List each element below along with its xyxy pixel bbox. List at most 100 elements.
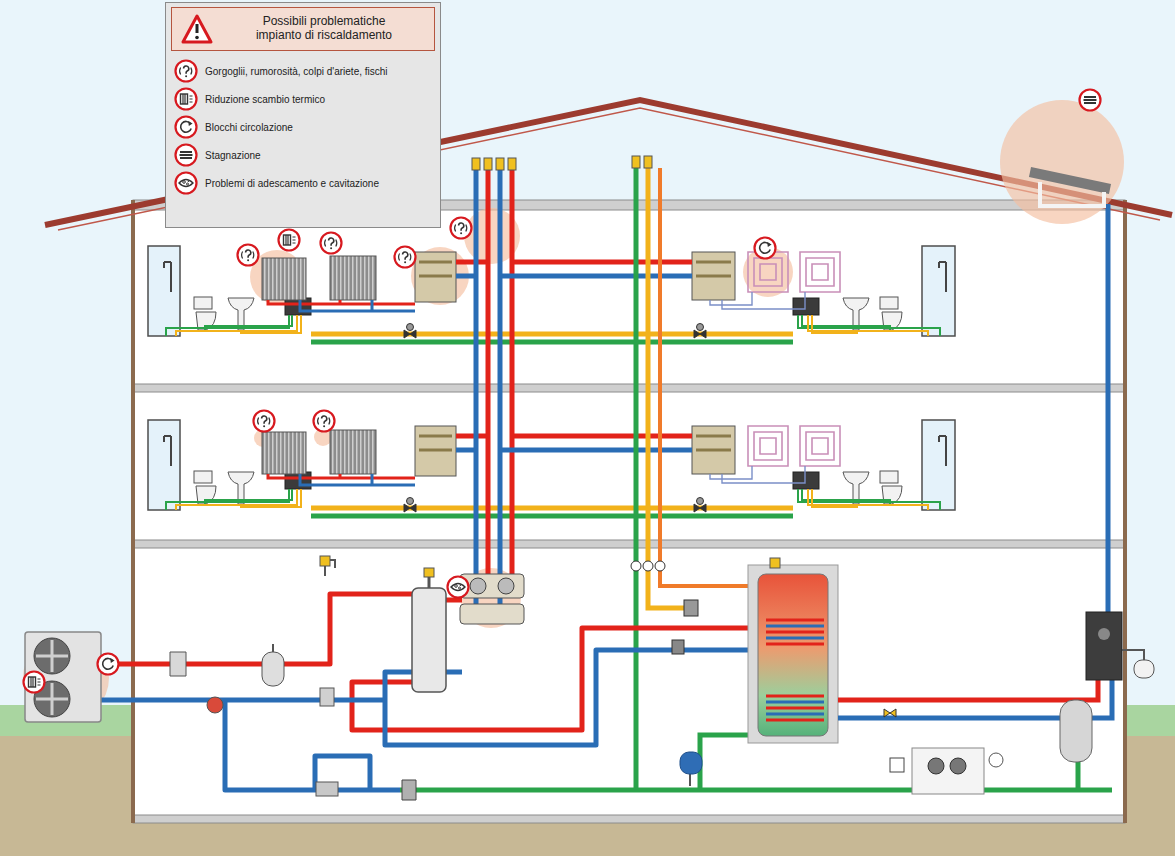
air-vent (508, 158, 516, 170)
hydraulic-separator (412, 588, 446, 692)
legend-box: Possibili problematiche impianto di risc… (165, 2, 441, 228)
heat-icon (279, 230, 300, 251)
legend-item: Blocchi circolazione (174, 115, 434, 139)
noise-icon (254, 411, 275, 432)
legend-text: Gorgoglii, rumorosità, colpi d'ariete, f… (205, 66, 388, 77)
expansion-vessel (262, 652, 284, 686)
solar-vessel (1134, 660, 1154, 678)
warning-triangle (180, 13, 214, 45)
cavitation-icon (448, 577, 469, 598)
gauge (643, 561, 653, 571)
legend-text: Blocchi circolazione (205, 122, 293, 133)
air-vent (496, 158, 504, 170)
dirt-separator (170, 652, 186, 676)
vessel-stem (272, 644, 274, 652)
legend-item: Gorgoglii, rumorosità, colpi d'ariete, f… (174, 59, 434, 83)
mixing-valve (684, 600, 698, 616)
legend-icon (176, 117, 197, 138)
water-main (400, 760, 1112, 790)
stagnation-icon (1080, 90, 1101, 111)
tank-frame (748, 565, 838, 743)
legend-icon (176, 145, 197, 166)
air-vent (424, 568, 434, 577)
pump (1098, 628, 1110, 640)
air-vent (644, 156, 652, 168)
pump (498, 578, 514, 594)
warning-mark (195, 36, 199, 40)
air-vent (484, 158, 492, 170)
air-vent (770, 558, 780, 568)
upper-coil (766, 620, 824, 644)
noise-icon (395, 247, 416, 268)
legend-text: Problemi di adescamento e cavitazione (205, 178, 379, 189)
heating-return (456, 170, 692, 620)
legend-item: Riduzione scambio termico (174, 87, 434, 111)
block-icon (98, 654, 119, 675)
problem-halo (1000, 100, 1124, 224)
pump-group (460, 574, 524, 598)
legend-icon (174, 143, 198, 167)
heat-icon (24, 672, 45, 693)
water-meter (316, 782, 338, 796)
legend-header: Possibili problematiche impianto di risc… (171, 7, 435, 51)
dhw-expansion-vessel (680, 752, 702, 774)
legend-icon (174, 171, 198, 195)
wall (133, 200, 1125, 823)
legend-item: Problemi di adescamento e cavitazione (174, 171, 434, 195)
gauge (655, 561, 665, 571)
basement-slab (133, 815, 1125, 823)
storage-tank (758, 574, 828, 736)
pressure-reducer (402, 780, 416, 800)
return-collector (460, 604, 524, 624)
legend-item: Stagnazione (174, 143, 434, 167)
legend-title: Possibili problematiche impianto di risc… (242, 14, 407, 42)
floor-slab (133, 540, 1125, 548)
small-vessel (989, 753, 1003, 767)
noise-icon (451, 218, 472, 239)
panel-frame (1040, 182, 1104, 206)
legend-icon (174, 87, 198, 111)
legend-icon (174, 59, 198, 83)
heating-supply (456, 170, 692, 582)
solar-supply (838, 680, 1098, 700)
pump-station (912, 748, 984, 794)
solar-station (1086, 612, 1122, 680)
air-vent (632, 156, 640, 168)
noise-icon (314, 411, 335, 432)
pump (950, 758, 966, 774)
magnetic-filter (207, 697, 223, 713)
block-icon (755, 238, 776, 259)
legend-text: Riduzione scambio termico (205, 94, 325, 105)
cold-riser (636, 168, 758, 790)
legend-icon (176, 61, 197, 82)
upper-coil (766, 626, 824, 638)
problem-halo (23, 100, 1124, 721)
gauge (631, 561, 641, 571)
recirculation-riser (660, 168, 758, 586)
valve (320, 688, 334, 706)
air-vent (472, 158, 480, 170)
lower-coil (766, 696, 824, 720)
warning-mark (196, 24, 199, 33)
legend-title-box: Possibili problematiche impianto di risc… (224, 14, 424, 42)
recirculation-pump (672, 640, 684, 654)
floor-slab (133, 384, 1125, 392)
pump (928, 758, 944, 774)
legend-icon (174, 115, 198, 139)
separator-vent (428, 576, 431, 588)
noise-icon (238, 245, 259, 266)
hot-riser (648, 168, 690, 608)
lower-coil (766, 702, 824, 714)
air-vent (472, 156, 652, 170)
house-interior (133, 205, 1125, 820)
valve (884, 709, 896, 717)
legend-icon (176, 173, 197, 194)
solar-return (838, 204, 1112, 718)
expansion-vessel (1060, 700, 1092, 762)
control-box (890, 758, 904, 772)
noise-icon (321, 233, 342, 254)
legend-icon (176, 89, 197, 110)
warning-triangle (183, 16, 211, 42)
legend-text: Stagnazione (205, 150, 261, 161)
air-vent (320, 556, 330, 566)
